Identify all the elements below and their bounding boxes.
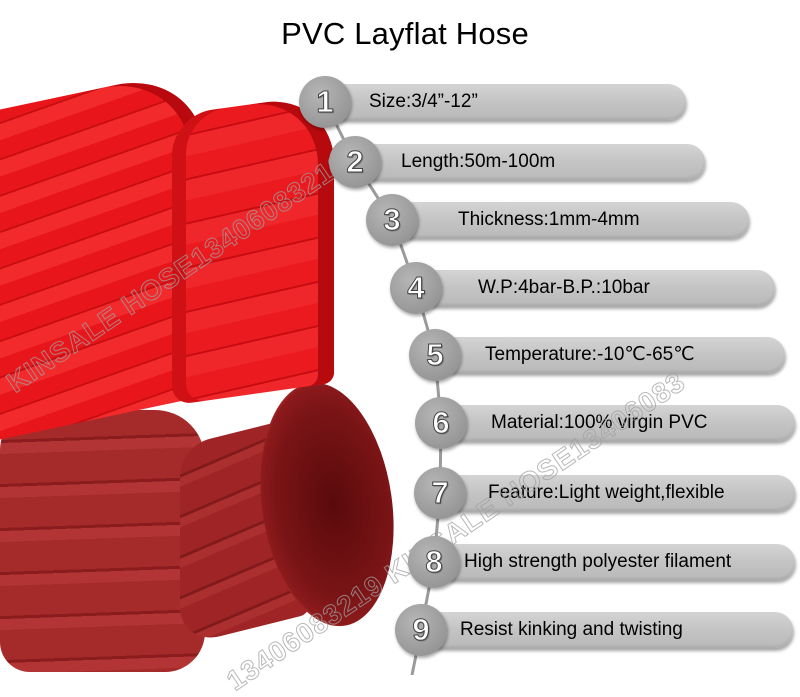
spec-number-badge: 1	[299, 76, 351, 128]
spec-pill: Size:3/4”-12”	[325, 84, 686, 120]
spec-number-badge: 6	[415, 397, 467, 449]
spec-number-badge: 8	[408, 536, 460, 588]
spec-pill: Temperature:-10℃-65℃	[435, 337, 785, 373]
spec-text: Feature:Light weight,flexible	[488, 482, 725, 503]
spec-pill: Resist kinking and twisting	[421, 612, 793, 648]
spec-number-badge: 9	[395, 604, 447, 656]
spec-pill: Length:50m-100m	[355, 144, 705, 180]
product-photo	[0, 65, 409, 672]
spec-number-badge: 7	[414, 467, 466, 519]
spec-number-badge: 2	[329, 136, 381, 188]
spec-pill: W.P:4bar-B.P.:10bar	[416, 270, 775, 306]
spec-number-badge: 3	[366, 194, 418, 246]
spec-number-badge: 4	[390, 262, 442, 314]
spec-pill: Feature:Light weight,flexible	[440, 475, 795, 511]
spec-pill: High strength polyester filament	[434, 544, 795, 580]
spec-pill: Thickness:1mm-4mm	[392, 202, 749, 238]
spec-text: High strength polyester filament	[464, 551, 732, 572]
spec-pill: Material:100% virgin PVC	[441, 405, 795, 441]
spec-text: Resist kinking and twisting	[460, 619, 683, 640]
spec-text: Length:50m-100m	[401, 151, 556, 172]
spec-number-badge: 5	[409, 329, 461, 381]
spec-connector-line	[323, 101, 443, 675]
dark-red-hose-roll	[0, 410, 205, 672]
spec-text: Thickness:1mm-4mm	[458, 209, 640, 230]
spec-text: Size:3/4”-12”	[369, 91, 478, 112]
spec-text: Temperature:-10℃-65℃	[485, 344, 695, 365]
spec-text: W.P:4bar-B.P.:10bar	[478, 277, 650, 298]
page-title: PVC Layflat Hose	[281, 16, 529, 51]
spec-text: Material:100% virgin PVC	[491, 412, 708, 433]
